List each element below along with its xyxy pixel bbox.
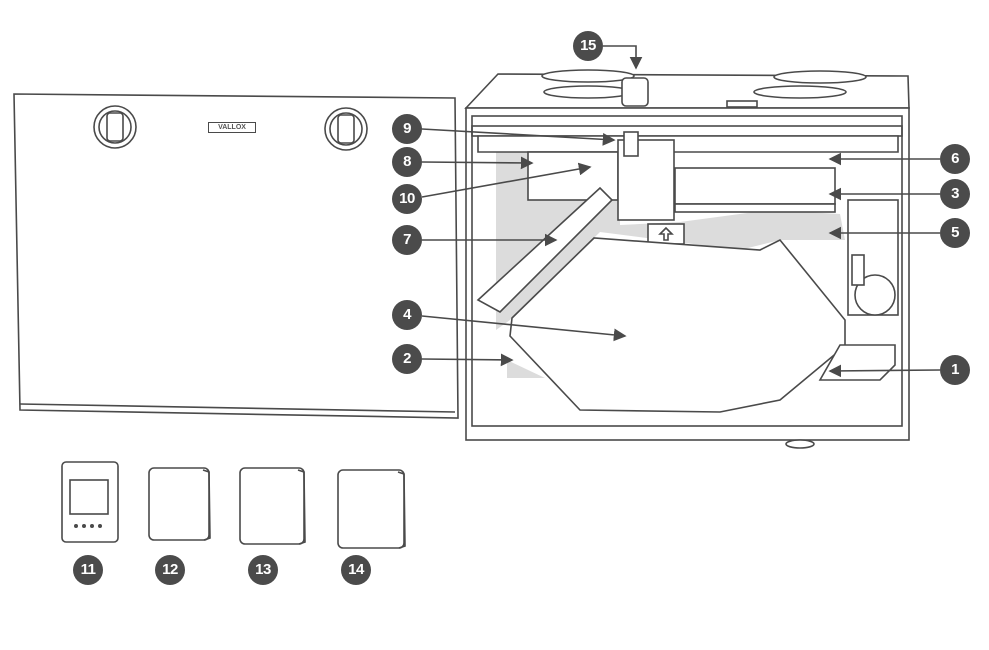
callout-5: 5 xyxy=(940,218,970,248)
brand-logo: VALLOX xyxy=(208,122,256,133)
callout-1: 1 xyxy=(940,355,970,385)
callout-3: 3 xyxy=(940,179,970,209)
component-9-box xyxy=(623,131,639,157)
callout-2: 2 xyxy=(392,344,422,374)
callout-8: 8 xyxy=(392,147,422,177)
leader-lines xyxy=(421,45,941,378)
callout-6: 6 xyxy=(940,144,970,174)
controllers xyxy=(61,461,406,549)
cable-gland xyxy=(621,77,649,107)
callout-4: 4 xyxy=(392,300,422,330)
callout-7: 7 xyxy=(392,225,422,255)
callout-12: 12 xyxy=(155,555,185,585)
callout-15: 15 xyxy=(573,31,603,61)
callout-9: 9 xyxy=(392,114,422,144)
filter-7 xyxy=(476,186,614,313)
ventilation-unit-body xyxy=(464,69,910,449)
callout-13: 13 xyxy=(248,555,278,585)
callout-10: 10 xyxy=(392,184,422,214)
front-cover-panel xyxy=(13,93,459,419)
callout-14: 14 xyxy=(341,555,371,585)
callout-11: 11 xyxy=(73,555,103,585)
